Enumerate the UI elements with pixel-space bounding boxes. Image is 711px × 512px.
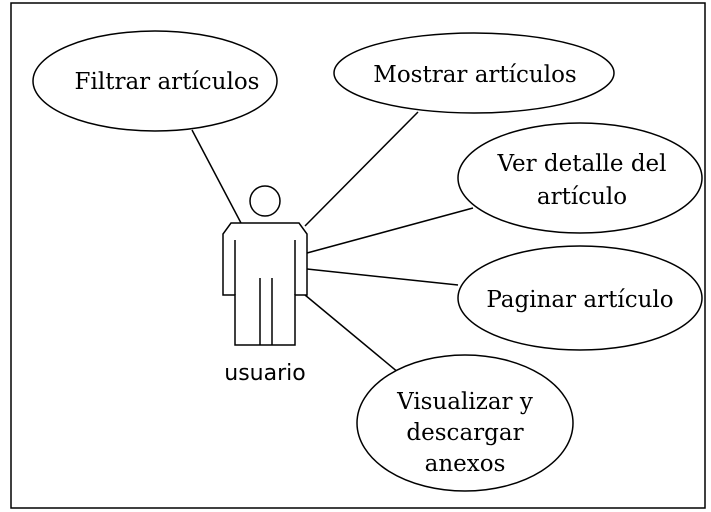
diagram-frame bbox=[10, 2, 706, 509]
use-case-filtrar bbox=[32, 30, 278, 132]
association-filtrar bbox=[191, 129, 242, 224]
use-case-visualizar-label-line1: Visualizar y bbox=[396, 389, 533, 415]
use-case-mostrar bbox=[333, 32, 615, 114]
association-ver-detalle bbox=[306, 207, 474, 254]
association-mostrar bbox=[304, 111, 419, 227]
use-case-paginar bbox=[457, 245, 703, 351]
use-case-visualizar-label-line3: anexos bbox=[425, 451, 506, 477]
association-paginar bbox=[306, 268, 459, 286]
use-case-mostrar-label: Mostrar artículos bbox=[373, 62, 576, 88]
use-case-ver-detalle-label-line1: Ver detalle del bbox=[496, 151, 666, 177]
use-case-ver-detalle bbox=[457, 122, 703, 234]
association-visualizar bbox=[304, 294, 406, 379]
actor-head bbox=[249, 185, 281, 217]
actor-label: usuario bbox=[224, 361, 305, 386]
actor-figure bbox=[222, 185, 308, 346]
use-case-visualizar bbox=[356, 354, 574, 492]
use-case-visualizar-label-line2: descargar bbox=[406, 420, 523, 446]
use-case-filtrar-label: Filtrar artículos bbox=[75, 69, 260, 95]
actor-body bbox=[222, 222, 308, 346]
use-case-ver-detalle-label-line2: artículo bbox=[537, 184, 627, 210]
use-case-paginar-label: Paginar artículo bbox=[486, 287, 673, 313]
